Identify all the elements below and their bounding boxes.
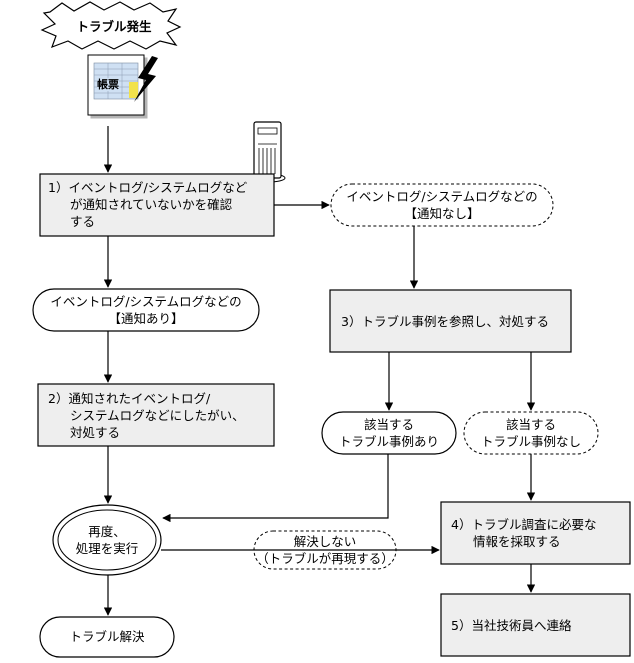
retry-line1: 再度、 — [88, 524, 126, 539]
step4-box — [440, 501, 631, 565]
with-notification-box — [32, 288, 260, 332]
step5-label: 5）当社技術員へ連絡 — [451, 618, 572, 633]
case-found-line2: トラブル事例あり — [338, 434, 439, 449]
step2-line1: 2）通知されたイベントログ/ — [48, 391, 211, 406]
step3-box — [329, 289, 572, 353]
case-not-found-line2: トラブル事例なし — [480, 434, 581, 449]
case-found-box — [321, 411, 457, 455]
with-notification-line1: イベントログ/システムログなどの — [50, 294, 242, 309]
step3-label: 3）トラブル事例を参照し、対処する — [341, 314, 549, 329]
step2-line3: 対処する — [70, 425, 121, 440]
step5-box — [440, 593, 631, 657]
form-label: 帳票 — [97, 78, 119, 91]
unresolved-line2: （トラブルが再現する） — [256, 551, 394, 566]
retry-line2: 処理を実行 — [75, 541, 139, 556]
step4-line2: 情報を採取する — [473, 534, 561, 549]
step1-line3: する — [70, 214, 96, 229]
step2-box — [37, 383, 275, 447]
step4-line1: 4）トラブル調査に必要な — [451, 517, 597, 532]
resolved-box — [39, 616, 175, 658]
no-notification-line1: イベントログ/システムログなどの — [346, 189, 538, 204]
no-notification-box — [330, 183, 554, 227]
resolved-label: トラブル解決 — [69, 629, 145, 644]
case-found-line1: 該当する — [363, 417, 414, 432]
no-notification-line2: 【通知なし】 — [404, 206, 480, 221]
with-notification-line2: 【通知あり】 — [108, 311, 184, 326]
retry-ellipse — [52, 504, 162, 576]
unresolved-line1: 解決しない — [293, 534, 357, 549]
case-not-found-line1: 該当する — [505, 417, 556, 432]
step1-box — [39, 173, 275, 237]
trouble-start-label: トラブル発生 — [76, 19, 152, 34]
connectors — [103, 126, 536, 616]
step1-line1: 1）イベントログ/システムログなど — [48, 180, 248, 195]
step1-line2: が通知されていないかを確認 — [70, 197, 233, 212]
server-icon — [250, 121, 286, 183]
lightning-bolt-icon — [134, 56, 158, 102]
step2-line2: システムログなどにしたがい、 — [70, 408, 245, 423]
trouble-start-burst — [40, 1, 182, 50]
